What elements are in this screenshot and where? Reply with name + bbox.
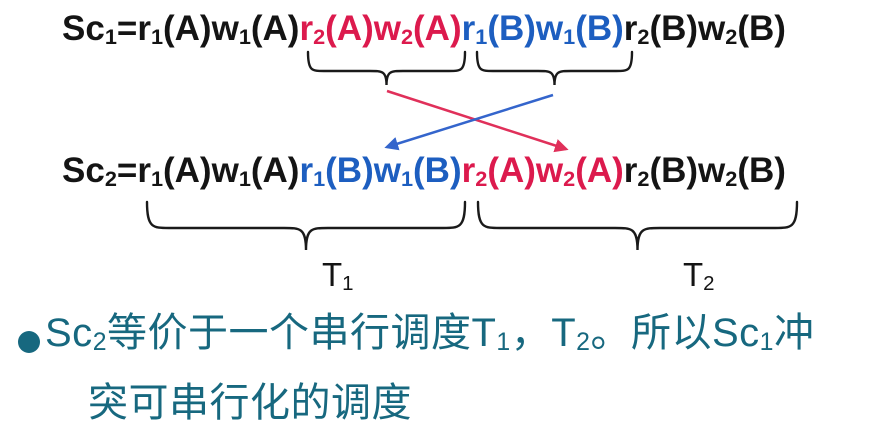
text-segment: r1(B)w1(B) <box>299 151 462 191</box>
text-segment: Sc2=r1(A)w1(A) <box>62 151 300 191</box>
text-segment: 冲 <box>773 310 815 355</box>
text-segment: 。所以 <box>590 310 712 355</box>
text-segment: r2(B)w2(B) <box>623 151 786 191</box>
text-segment: Sc2 <box>45 311 107 357</box>
text-segment: ， <box>510 310 552 355</box>
text-segment: r1(B)w1(B) <box>461 9 624 49</box>
text-segment: 等价于一个串行调度 <box>106 310 472 355</box>
underbrace-sc1-red-segment <box>306 50 467 86</box>
underbrace-t2-group <box>476 200 799 251</box>
text-segment: Sc1 <box>711 311 774 357</box>
swap-arrow-red <box>386 89 569 153</box>
underbrace-t1-group <box>145 200 467 251</box>
underbrace-sc1-blue-segment <box>475 50 634 86</box>
text-segment: T2 <box>551 311 591 357</box>
transaction-t1-label: T1 <box>322 256 354 295</box>
text-segment: T1 <box>471 311 511 357</box>
bullet-icon <box>18 331 40 353</box>
text-segment: Sc1=r1(A)w1(A) <box>62 9 300 49</box>
schedule-sc2-formula: Sc2=r1(A)w1(A)r1(B)w1(B)r2(A)w2(A)r2(B)w… <box>62 151 786 191</box>
text-segment: r2(A)w2(A) <box>461 151 624 191</box>
text-segment: 突可串行化的调度 <box>88 380 412 425</box>
text-segment: r2(B)w2(B) <box>623 9 786 49</box>
swap-arrow-blue <box>384 93 554 151</box>
transaction-t2-label: T2 <box>683 256 715 295</box>
note-text-line2: 突可串行化的调度 <box>88 376 412 430</box>
text-segment: r2(A)w2(A) <box>299 9 462 49</box>
schedule-sc1-formula: Sc1=r1(A)w1(A)r2(A)w2(A)r1(B)w1(B)r2(B)w… <box>62 9 786 49</box>
note-text-line1: Sc2等价于一个串行调度T1，T2。所以Sc1冲 <box>45 306 814 360</box>
